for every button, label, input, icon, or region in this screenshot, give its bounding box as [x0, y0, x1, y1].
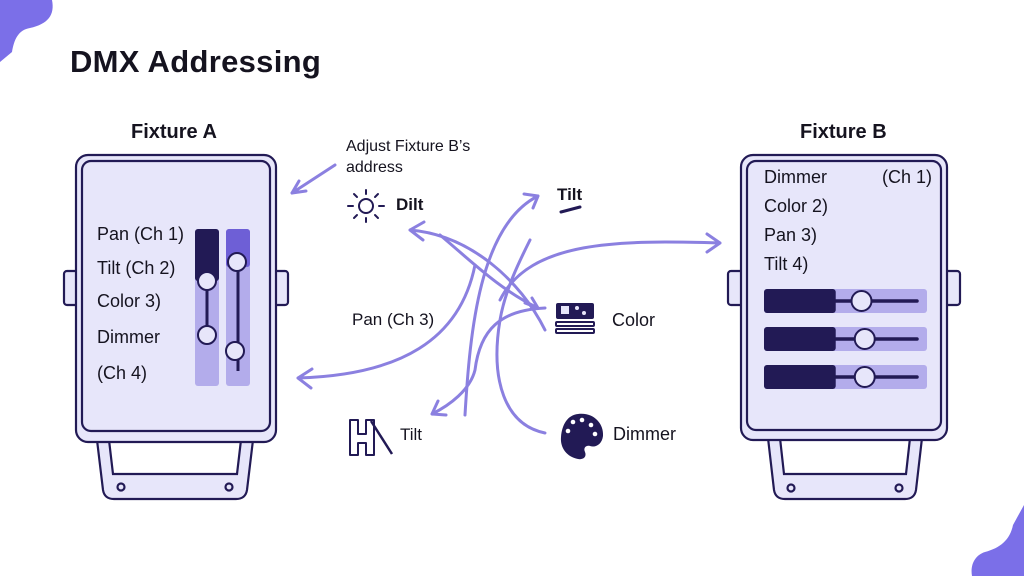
fixture-a-screen	[80, 159, 272, 433]
mapping-label-dimmer: Dimmer	[613, 424, 676, 444]
fixture-b-title: Fixture B	[800, 121, 887, 143]
tilt-dash-icon	[559, 205, 582, 214]
arrow-to-dilt	[408, 220, 547, 332]
fixture-b-slider-knob[interactable]	[853, 328, 876, 350]
arrow-to-fixture-b	[498, 232, 722, 302]
fixture-a-channel: (Ch 4)	[97, 363, 148, 383]
color-board-icon	[555, 303, 595, 334]
fixture-b-channel-suffix: (Ch 1)	[882, 167, 933, 187]
mapping-label-pan: Pan (Ch 3)	[352, 310, 435, 329]
slider-2-knob-bottom[interactable]	[225, 341, 245, 361]
mapping-label-tilt-bottom: Tilt	[400, 425, 423, 444]
fixture-b-slider-fill	[764, 289, 836, 313]
arrow-to-color	[438, 233, 540, 310]
fixture-b-channel: Tilt 4)	[764, 254, 809, 274]
sun-icon	[347, 189, 385, 223]
slider-1-fill	[195, 229, 219, 281]
arrow-to-tilt-top	[463, 192, 540, 417]
fixture-a-bolt-left	[116, 482, 126, 492]
fixture-b-slider-fill	[764, 365, 836, 389]
arrow-to-tilt-bottom	[430, 306, 547, 417]
slider-1-knob-top[interactable]	[197, 271, 217, 291]
fixture-a-channel: Color 3)	[97, 291, 162, 311]
annotation-line-2: address	[346, 159, 403, 176]
fixture-b-channel: Dimmer	[764, 167, 827, 187]
fixture-b-slider-fill	[764, 327, 836, 351]
fixture-a-sliders[interactable]	[195, 229, 250, 386]
mapping-label-dilt: Dilt	[396, 195, 424, 214]
fixture-a-channel: Pan (Ch 1)	[97, 224, 185, 244]
arrow-from-dimmer	[495, 238, 547, 435]
arrow-annotation-to-fixture-a	[290, 163, 337, 195]
fixture-a-channel: Dimmer	[97, 327, 160, 347]
page-title: DMX Addressing	[70, 44, 322, 79]
fixture-a-bolt-right	[224, 482, 234, 492]
fixture-b-slider-knob[interactable]	[853, 366, 876, 388]
mapping-label-tilt-top: Tilt	[557, 185, 583, 204]
slider-1-knob-bottom[interactable]	[197, 325, 217, 345]
fixture-b-channel: Color 2)	[764, 196, 829, 216]
corner-blob-bottom-right	[971, 505, 1024, 576]
palette-icon	[560, 413, 604, 460]
h-frame-icon	[349, 419, 394, 456]
corner-blob-top-left	[0, 0, 53, 62]
fixture-b-bolt-left	[786, 483, 796, 493]
arrow-to-fixture-a	[296, 263, 477, 390]
slider-2-knob-top[interactable]	[227, 252, 247, 272]
fixture-b-channel: Pan 3)	[764, 225, 818, 245]
annotation-line-1: Adjust Fixture B’s	[346, 138, 471, 155]
mapping-label-color: Color	[612, 310, 656, 330]
fixture-a-title: Fixture A	[131, 121, 217, 143]
fixture-b-bolt-right	[894, 483, 904, 493]
fixture-b-slider-knob[interactable]	[850, 290, 873, 312]
fixture-b-sliders[interactable]	[764, 289, 927, 389]
fixture-a-channel: Tilt (Ch 2)	[97, 258, 176, 278]
